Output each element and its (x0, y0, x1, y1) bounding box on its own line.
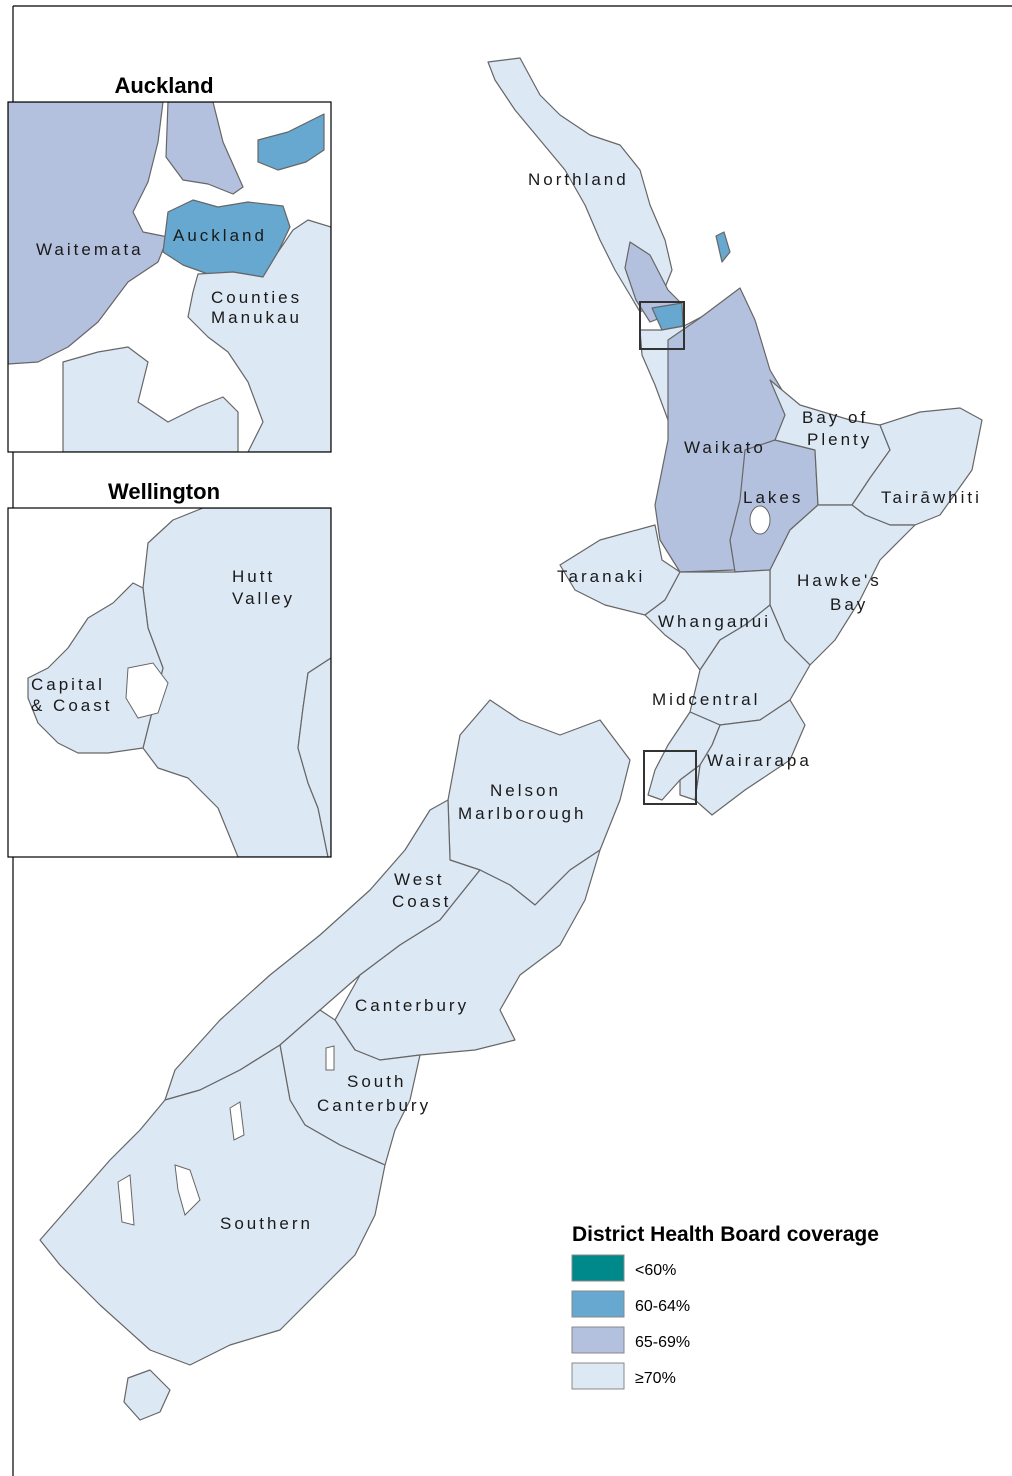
label-inset-capital: Capital (31, 675, 105, 694)
inset-region-waitemata-north[interactable] (165, 102, 244, 195)
label-midcentral: Midcentral (652, 690, 760, 709)
legend-swatch-ge70 (571, 1362, 625, 1390)
lake-pukaki (325, 1045, 335, 1071)
island-great-barrier (715, 231, 731, 263)
lake-te-anau (117, 1174, 135, 1226)
lake-wanaka (229, 1101, 245, 1141)
legend-item-60-64: 60-64% (571, 1290, 690, 1318)
label-inset-counties: Counties (211, 288, 302, 307)
region-auckland-main[interactable] (651, 302, 684, 331)
inset-wellington: Wellington Hutt Valley Capital & Coast (7, 479, 332, 858)
legend-swatch-lt60 (571, 1254, 625, 1282)
label-inset-hutt: Hutt (232, 567, 275, 586)
locator-box-auckland (639, 301, 685, 350)
lake-taupo (749, 505, 771, 535)
legend-item-lt60: <60% (571, 1254, 676, 1282)
legend-label-65-69: 65-69% (635, 1334, 690, 1351)
label-nelson: Nelson (490, 781, 561, 800)
label-south: South (347, 1072, 406, 1091)
label-inset-valley: Valley (232, 589, 295, 608)
legend: District Health Board coverage <60% 60-6… (571, 1223, 879, 1390)
label-south-canterbury: Canterbury (317, 1096, 431, 1115)
region-canterbury-main[interactable] (334, 849, 601, 1061)
legend-swatch-60-64 (571, 1290, 625, 1318)
label-waikato: Waikato (684, 438, 766, 457)
label-inset-waitemata: Waitemata (36, 240, 144, 259)
island-stewart (123, 1369, 171, 1421)
legend-label-lt60: <60% (635, 1262, 676, 1279)
label-northland: Northland (528, 170, 629, 189)
inset-region-auckland-island[interactable] (257, 113, 325, 171)
label-inset-auckland: Auckland (173, 226, 267, 245)
inset-wellington-frame (7, 507, 332, 858)
label-bay: Bay (830, 595, 868, 614)
label-taranaki: Taranaki (557, 567, 645, 586)
inset-wellington-title: Wellington (108, 479, 220, 504)
label-wairarapa: Wairarapa (707, 751, 812, 770)
label-canterbury: Canterbury (355, 996, 469, 1015)
label-inset-manukau: Manukau (211, 308, 302, 327)
legend-item-65-69: 65-69% (571, 1326, 690, 1354)
inset-region-counties-manukau[interactable] (187, 219, 331, 452)
label-southern: Southern (220, 1214, 313, 1233)
label-coast: Coast (392, 892, 451, 911)
label-marlborough: Marlborough (458, 804, 586, 823)
legend-swatch-65-69 (571, 1326, 625, 1354)
label-inset-coast: & Coast (31, 696, 112, 715)
inset-auckland-title: Auckland (114, 73, 213, 98)
lake-wakatipu (174, 1164, 201, 1216)
label-hawkes: Hawke's (797, 571, 882, 590)
inset-region-south-land[interactable] (62, 346, 239, 452)
label-whanganui: Whanganui (658, 612, 771, 631)
label-west: West (394, 870, 444, 889)
region-southern-main[interactable] (39, 1044, 386, 1366)
locator-box-wellington (643, 750, 697, 805)
label-plenty: Plenty (807, 430, 872, 449)
region-capital-coast-main[interactable] (647, 711, 721, 801)
legend-label-60-64: 60-64% (635, 1298, 690, 1315)
inset-auckland: Auckland Waitemata Auckland Counties Man… (7, 73, 332, 453)
inset-auckland-frame (7, 101, 332, 453)
label-lakes: Lakes (743, 488, 803, 507)
legend-title: District Health Board coverage (572, 1223, 879, 1246)
inset-region-wairarapa-edge[interactable] (297, 657, 331, 857)
south-island (39, 699, 631, 1421)
legend-label-ge70: ≥70% (635, 1370, 676, 1387)
inset-harbour-wellington (125, 662, 169, 719)
label-tairawhiti: Tairāwhiti (881, 488, 982, 507)
label-bay-of: Bay of (802, 408, 868, 427)
legend-item-ge70: ≥70% (571, 1362, 676, 1390)
